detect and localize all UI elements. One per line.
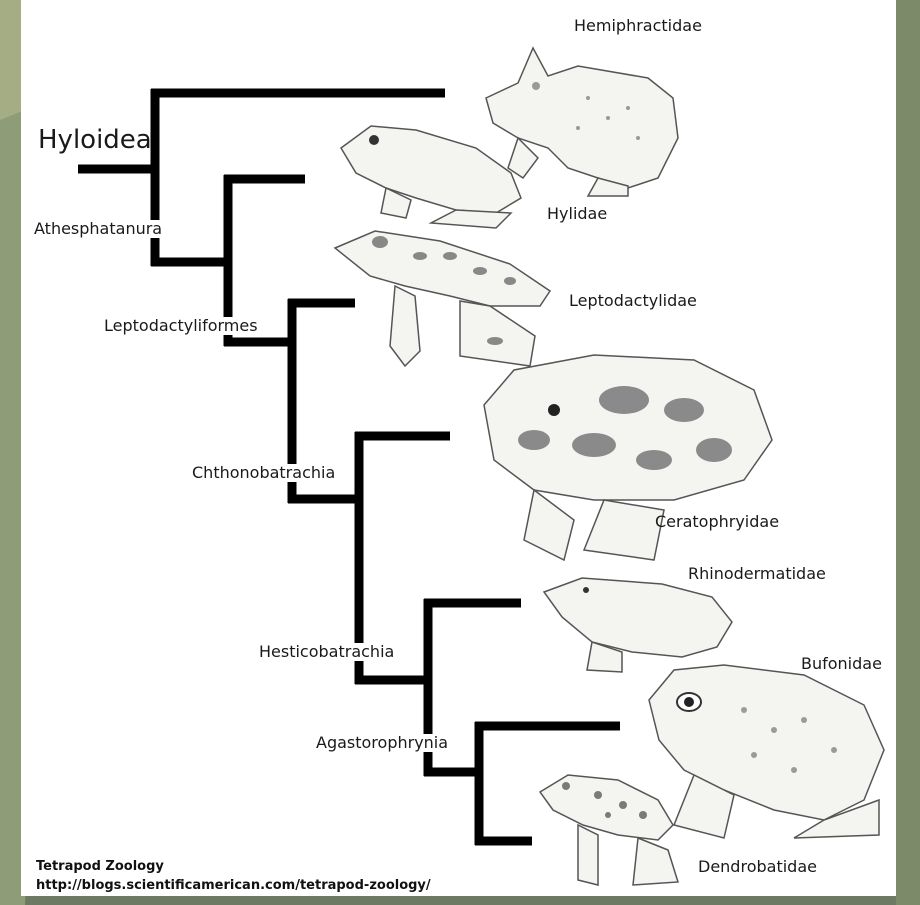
clade-label-athesphatanura: Athesphatanura <box>32 220 164 238</box>
credit-title: Tetrapod Zoology <box>36 859 164 875</box>
dendrobatidae-frog-illustration <box>538 770 684 888</box>
rhinodermatidae-frog-illustration <box>542 572 737 674</box>
ceratophryidae-frog-illustration <box>474 350 776 565</box>
family-label-bufonidae: Bufonidae <box>801 655 882 673</box>
family-label-ceratophryidae: Ceratophryidae <box>655 513 779 531</box>
clade-label-chthonobatrachia: Chthonobatrachia <box>190 464 337 482</box>
family-label-hylidae: Hylidae <box>547 205 607 223</box>
credit-url[interactable]: http://blogs.scientificamerican.com/tetr… <box>36 878 431 894</box>
family-label-leptodactylidae: Leptodactylidae <box>569 292 697 310</box>
clade-label-hyloidea: Hyloidea <box>36 125 154 155</box>
family-label-dendrobatidae: Dendrobatidae <box>698 858 817 876</box>
clade-label-agastorophrynia: Agastorophrynia <box>314 734 450 752</box>
clade-label-hesticobatrachia: Hesticobatrachia <box>257 643 396 661</box>
hylidae-frog-illustration <box>336 118 526 233</box>
clade-label-leptodactyliformes: Leptodactyliformes <box>102 317 260 335</box>
family-label-hemiphractidae: Hemiphractidae <box>574 17 702 35</box>
family-label-rhinodermatidae: Rhinodermatidae <box>688 565 826 583</box>
